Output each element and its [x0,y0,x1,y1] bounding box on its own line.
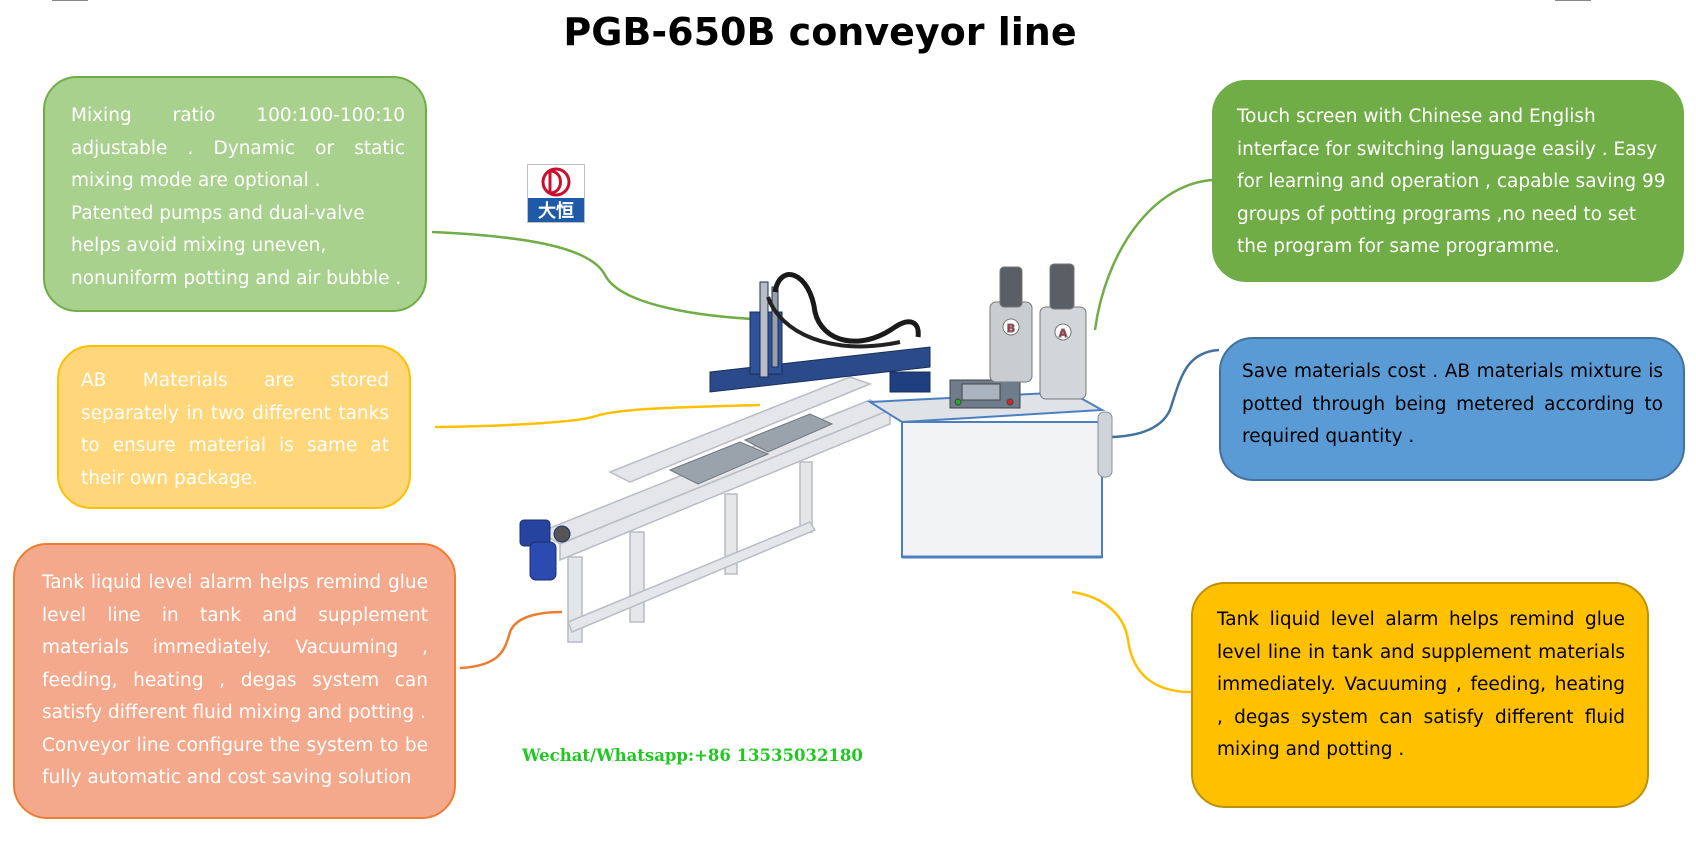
ab-materials-callout: AB Materials are stored separately in tw… [57,345,411,509]
conveyor-motor [519,519,571,581]
connector-tank-left [459,610,563,670]
company-logo: 大恒 [527,164,585,223]
touch-screen-text: Touch screen with Chinese and English in… [1237,106,1666,257]
tank-a: A [1039,263,1087,400]
patented-pumps-text: Patented pumps and dual-valve helps avoi… [71,202,402,289]
control-panel [949,379,1021,409]
corner-mark-right [1555,0,1591,1]
conveyor-machine-illustration: B A [519,263,1113,643]
connector-save [1111,348,1220,439]
mixing-ratio-text: Mixing ratio 100:100-100:10 adjustable .… [71,105,405,191]
connector-mixing [431,230,779,322]
conveyor-frame [538,376,892,643]
mixing-ratio-callout: Mixing ratio 100:100-100:10 adjustable .… [43,76,427,312]
machine-cabinet [866,390,1106,559]
contact-info: Wechat/Whatsapp:+86 13535032180 [522,746,863,765]
tank-alarm-right-text: Tank liquid level alarm helps remind glu… [1217,609,1625,760]
logo-text: 大恒 [538,200,574,222]
tank-alarm-left-text: Tank liquid level alarm helps remind glu… [42,572,428,723]
tank-b-label: B [1007,322,1015,335]
touch-screen-callout: Touch screen with Chinese and English in… [1212,80,1684,282]
page-title: PGB-650B conveyor line [563,10,1077,54]
feed-hose [772,272,921,344]
connector-ab [434,403,761,429]
conveyor-plates [668,413,834,485]
tank-alarm-left-callout: Tank liquid level alarm helps remind glu… [13,543,456,819]
save-cost-callout: Save materials cost . AB materials mixtu… [1219,337,1685,481]
corner-mark-left [52,0,88,1]
tank-b: B [989,266,1033,383]
gas-cylinder [1097,411,1113,478]
tank-a-label: A [1059,327,1068,340]
ab-materials-text: AB Materials are stored separately in tw… [81,370,389,489]
connector-touch [1093,178,1213,331]
conveyor-line-text: Conveyor line configure the system to be… [42,734,428,789]
logo-mark-icon: 大恒 [528,165,584,222]
feed-hose-2 [766,296,901,349]
connector-tank-right [1071,590,1192,694]
gantry-robot [709,281,931,393]
save-cost-text: Save materials cost . AB materials mixtu… [1242,361,1663,447]
tank-alarm-right-callout: Tank liquid level alarm helps remind glu… [1191,582,1649,808]
